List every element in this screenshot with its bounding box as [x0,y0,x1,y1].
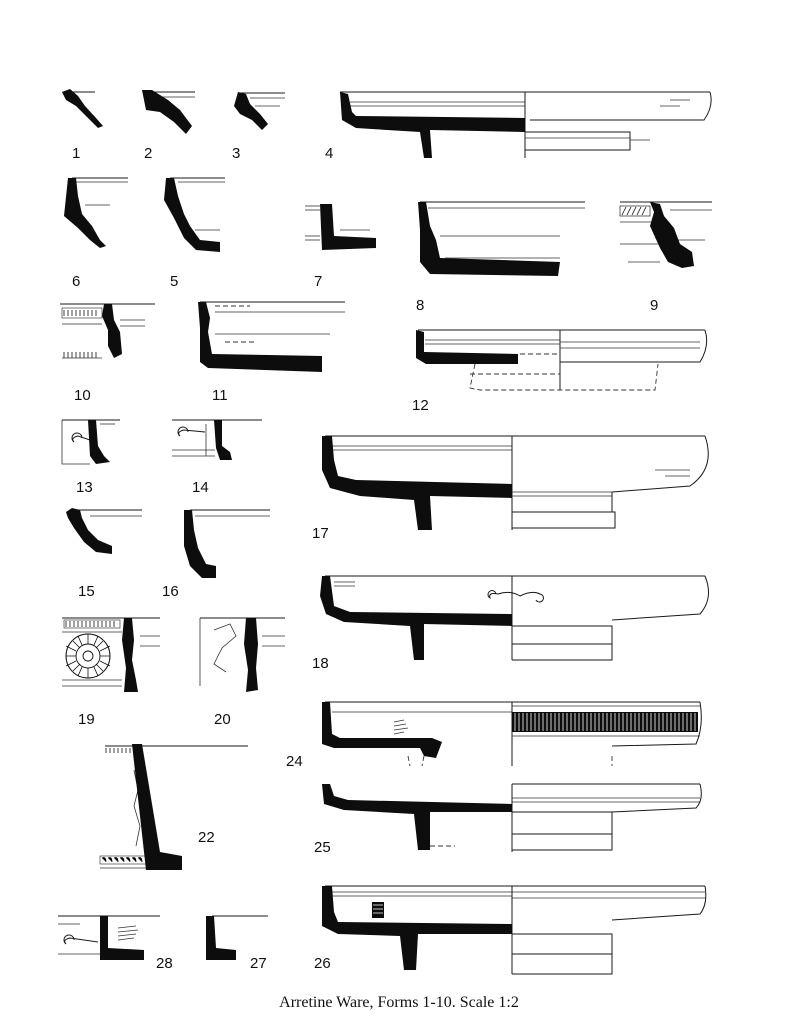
figure-number-25: 25 [314,839,331,856]
profile-24 [322,701,702,767]
figure-number-24: 24 [286,753,303,770]
profile-8 [418,201,585,276]
profile-27 [206,915,268,960]
figure-number-26: 26 [314,955,331,972]
profile-15 [66,508,142,554]
profile-6 [64,177,128,248]
spiral-ornament-icon [487,590,544,603]
figure-number-28: 28 [156,955,173,972]
figure-number-4: 4 [325,145,334,162]
figure-number-2: 2 [144,145,153,162]
profile-14 [172,419,262,460]
figure-number-20: 20 [214,711,231,728]
profile-5 [164,177,225,252]
profile-3 [234,92,285,130]
figure-number-14: 14 [192,479,209,496]
profile-16 [184,509,270,578]
figure-number-17: 17 [312,525,329,542]
profile-11 [198,301,345,372]
profile-18 [320,575,710,661]
figure-number-1: 1 [72,145,81,162]
figure-number-6: 6 [72,273,81,290]
profile-20 [199,617,285,692]
figure-number-7: 7 [314,273,323,290]
profile-22 [99,744,248,870]
profile-9 [619,201,712,268]
profile-7 [305,204,376,250]
figure-number-13: 13 [76,479,93,496]
figure-number-12: 12 [412,397,429,414]
figure-number-22: 22 [198,829,215,846]
plate-caption: Arretine Ware, Forms 1-10. Scale 1:2 [279,994,519,1011]
profile-2 [142,90,195,134]
figure-number-11: 11 [212,387,228,404]
profile-25 [322,783,702,852]
profile-19 [62,617,160,692]
figure-number-5: 5 [170,273,179,290]
figure-number-16: 16 [162,583,179,600]
profile-26 [322,885,707,975]
profile-28 [58,915,160,960]
profile-17 [322,435,709,530]
figure-number-27: 27 [250,955,267,972]
profile-1 [62,89,103,128]
profile-13 [61,419,120,465]
profile-12 [416,329,708,391]
figure-number-15: 15 [78,583,95,600]
figure-number-18: 18 [312,655,329,672]
figure-number-10: 10 [74,387,91,404]
figure-number-19: 19 [78,711,95,728]
figure-number-3: 3 [232,145,241,162]
profile-10 [60,303,155,359]
figure-number-8: 8 [416,297,425,314]
profile-4 [340,91,712,158]
figure-number-9: 9 [650,297,659,314]
